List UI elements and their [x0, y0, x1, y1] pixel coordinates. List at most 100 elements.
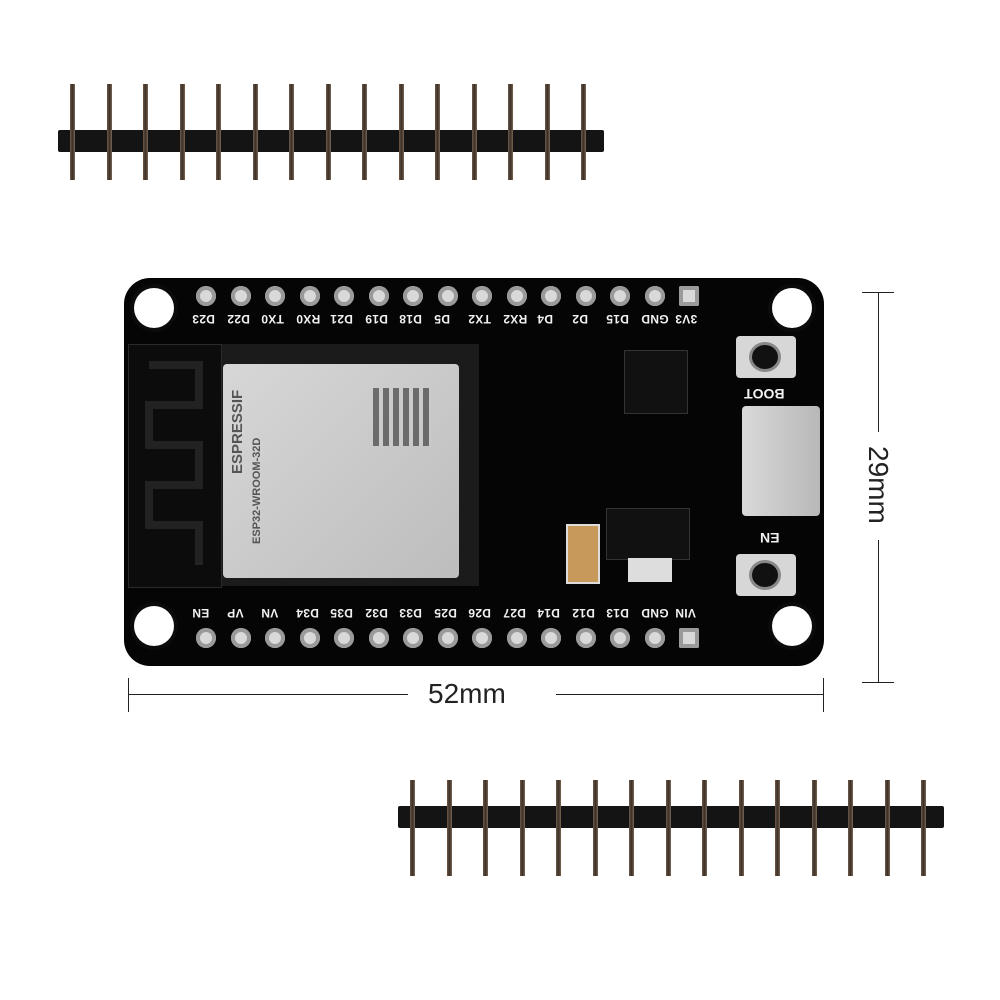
header-pad	[472, 628, 492, 648]
header-pad	[403, 286, 423, 306]
width-dimension-line-left	[128, 694, 408, 695]
header-pin	[556, 780, 561, 876]
pcb-antenna	[128, 344, 222, 588]
header-pin	[179, 84, 185, 180]
width-label: 52mm	[428, 678, 506, 709]
en-button	[736, 554, 796, 596]
pin-label: TX0	[261, 312, 284, 326]
pin-label: TX2	[468, 312, 491, 326]
boot-label: BOOT	[744, 386, 785, 402]
header-pad	[334, 286, 354, 306]
header-pin	[70, 84, 75, 180]
mount-hole-bottom-right	[772, 606, 812, 646]
header-body	[58, 130, 604, 152]
header-pin	[775, 780, 780, 876]
header-pad	[368, 286, 389, 306]
header-pin	[410, 780, 415, 876]
header-pad	[506, 628, 527, 648]
header-pad	[299, 286, 320, 306]
header-pin	[848, 780, 853, 876]
header-pad	[437, 628, 458, 648]
header-pin	[325, 84, 331, 180]
header-pad	[230, 286, 251, 306]
header-pad	[644, 628, 665, 648]
pin-label: D35	[330, 606, 353, 620]
header-pad	[299, 628, 320, 648]
pin-label: 3V3	[675, 312, 698, 326]
header-pad	[541, 286, 561, 306]
pin-label: D19	[364, 312, 388, 326]
header-pad	[196, 628, 216, 648]
header-pin	[289, 84, 294, 180]
pin-label: D2	[571, 312, 588, 326]
header-pad	[403, 628, 423, 648]
header-pad	[541, 628, 561, 648]
header-pad	[679, 628, 699, 648]
header-pin	[143, 84, 148, 180]
pin-label: RX2	[502, 312, 527, 326]
pin-label: GND	[640, 312, 669, 326]
header-pin	[592, 780, 598, 876]
header-pin	[702, 780, 707, 876]
capacitor	[566, 524, 600, 584]
header-pad	[230, 628, 251, 648]
header-pad	[506, 286, 527, 306]
header-pin	[252, 84, 258, 180]
header-pin	[216, 84, 221, 180]
brand-text: ESPRESSIF	[229, 389, 246, 474]
header-pin	[884, 780, 890, 876]
en-label: EN	[760, 530, 780, 546]
pin-label: EN	[192, 606, 210, 620]
height-dimension-line-top	[878, 292, 879, 432]
header-pad	[679, 286, 699, 306]
pin-label: D14	[537, 606, 560, 620]
header-pad	[368, 628, 389, 648]
header-pin	[811, 780, 817, 876]
pin-label: D13	[606, 606, 629, 620]
pin-label: D27	[502, 606, 526, 620]
header-pin	[665, 780, 671, 876]
header-pin	[398, 84, 404, 180]
header-pin	[435, 84, 440, 180]
header-pad	[196, 286, 216, 306]
header-pad	[472, 286, 492, 306]
pin-label: VIN	[675, 606, 696, 620]
header-pad	[265, 286, 285, 306]
voltage-regulator	[606, 508, 690, 560]
header-pin	[106, 84, 112, 180]
pin-header-top	[58, 84, 604, 184]
header-pin	[508, 84, 513, 180]
header-pin	[483, 780, 488, 876]
usb-serial-chip	[624, 350, 688, 414]
header-pin	[738, 780, 744, 876]
header-pad	[575, 628, 596, 648]
pin-label: RX0	[295, 312, 320, 326]
pin-label: D26	[468, 606, 491, 620]
header-pin	[629, 780, 634, 876]
header-pad	[334, 628, 354, 648]
header-pad	[575, 286, 596, 306]
pin-label: D33	[399, 606, 422, 620]
pin-label: D23	[192, 312, 215, 326]
pin-label: D32	[364, 606, 388, 620]
pin-label: D4	[537, 312, 553, 326]
rf-shield: ESPRESSIF ESP32-WROOM-32D	[223, 364, 459, 578]
width-dimension-line-right	[556, 694, 824, 695]
mount-hole-top-left	[134, 288, 174, 328]
header-pin	[921, 780, 926, 876]
pin-label: D25	[433, 606, 457, 620]
pin-label: D15	[606, 312, 629, 326]
header-pin	[581, 84, 586, 180]
header-pin	[544, 84, 550, 180]
header-pad	[644, 286, 665, 306]
header-pin	[362, 84, 367, 180]
boot-button	[736, 336, 796, 378]
mount-hole-top-right	[772, 288, 812, 328]
pin-label: D34	[295, 606, 319, 620]
height-dimension-line-bottom	[878, 540, 879, 682]
pin-header-bottom	[398, 780, 944, 880]
mount-hole-bottom-left	[134, 606, 174, 646]
header-body	[398, 806, 944, 828]
